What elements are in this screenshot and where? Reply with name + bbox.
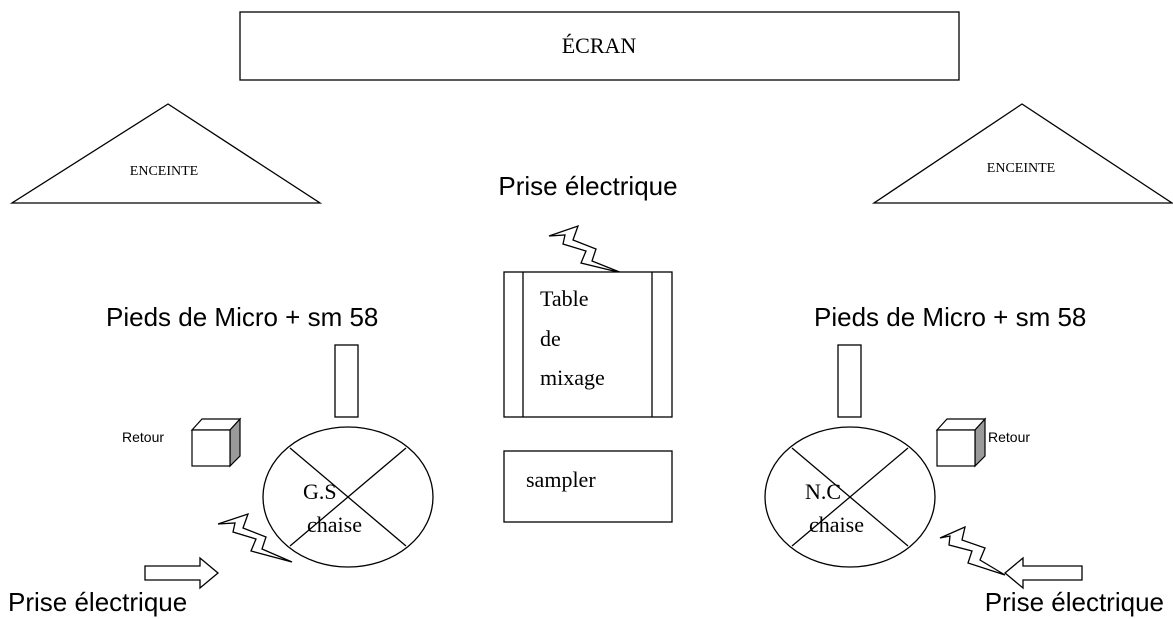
monitor-right-front	[936, 429, 976, 467]
screen-box	[239, 11, 960, 81]
monitor-left: Retour	[122, 417, 242, 468]
monitor-left-label: Retour	[122, 429, 164, 445]
outlet-bottom-left-label: Prise électrique	[8, 587, 187, 617]
speaker-left: ENCEINTE	[9, 103, 323, 204]
chair-left-initials: G.S	[303, 479, 337, 504]
mic-stand-right	[837, 344, 862, 418]
mixing-table-line3: mixage	[540, 365, 605, 390]
speaker-left-triangle	[9, 103, 323, 204]
chair-right: N.C chaise	[764, 426, 936, 568]
mixing-table-box	[503, 271, 673, 418]
mixing-table: Table de mixage	[503, 271, 673, 418]
chair-left-cross-b	[289, 447, 407, 547]
screen: ÉCRAN	[239, 11, 960, 81]
monitor-right-label: Retour	[988, 429, 1030, 445]
outlet-bottom-right-label: Prise électrique	[985, 587, 1164, 617]
outlet-bottom-right-arrow-icon	[1003, 556, 1083, 590]
speaker-right-triangle	[871, 103, 1173, 204]
monitor-left-front	[191, 429, 231, 467]
outlet-bottom-left-lightning-icon	[217, 512, 293, 563]
mixing-table-line1: Table	[540, 286, 589, 311]
mixing-table-line2: de	[540, 326, 561, 351]
sampler-label: sampler	[526, 467, 596, 492]
chair-right-initials: N.C	[805, 479, 841, 504]
sampler-box	[503, 450, 673, 523]
screen-label: ÉCRAN	[562, 33, 637, 58]
monitor-right: Retour	[935, 417, 1030, 468]
mic-stand-left-label: Pieds de Micro + sm 58	[106, 302, 378, 332]
mic-stand-left	[334, 344, 359, 418]
speaker-right-label: ENCEINTE	[987, 161, 1055, 176]
outlet-bottom-left-arrow-icon	[144, 556, 220, 590]
chair-left-label: chaise	[307, 512, 362, 537]
chair-right-cross-b	[791, 447, 909, 547]
sampler: sampler	[503, 450, 673, 523]
speaker-left-label: ENCEINTE	[130, 164, 198, 179]
outlet-top-label: Prise électrique	[498, 171, 677, 201]
outlet-bottom-right-lightning-icon	[939, 525, 1006, 576]
chair-left: G.S chaise	[262, 426, 434, 568]
chair-right-label: chaise	[809, 512, 864, 537]
speaker-right: ENCEINTE	[871, 103, 1173, 204]
outlet-top-lightning-icon	[548, 224, 623, 274]
mic-stand-right-label: Pieds de Micro + sm 58	[814, 302, 1086, 332]
